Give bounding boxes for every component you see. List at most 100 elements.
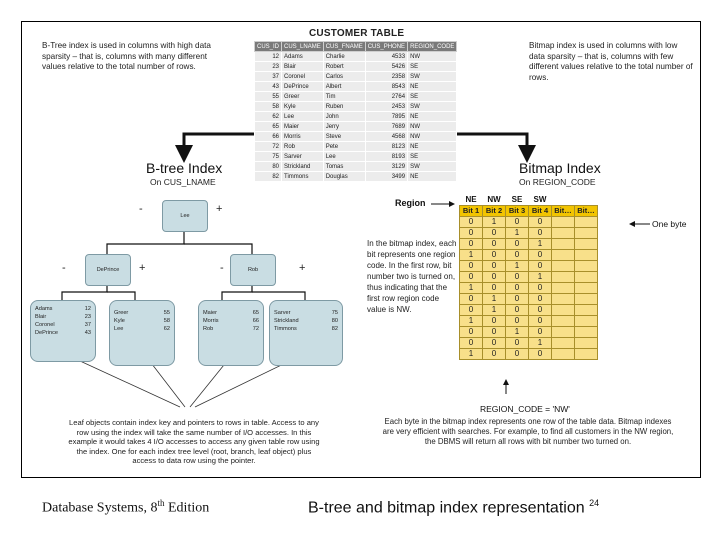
leaf-key: Adams xyxy=(35,306,53,312)
bit-cell: 1 xyxy=(482,216,506,228)
bit-cell: 0 xyxy=(528,260,552,272)
bit-cell: 0 xyxy=(505,304,529,316)
table-cell: Rob xyxy=(281,141,324,152)
table-cell: 5426 xyxy=(364,61,409,72)
table-cell: Jerry xyxy=(322,121,366,132)
table-cell: 8123 xyxy=(364,141,409,152)
leaf-key: Maier xyxy=(203,310,217,316)
bit-cell xyxy=(551,271,575,283)
bit-cell: 0 xyxy=(459,238,483,250)
slide-title: B-tree and bitmap index representation xyxy=(308,499,585,517)
book-title-suffix: Edition xyxy=(164,500,210,516)
leaf-pointer: 82 xyxy=(331,326,338,332)
bit-cell: 0 xyxy=(482,282,506,294)
table-cell: Adams xyxy=(281,51,324,62)
book-title-prefix: Database Systems, 8 xyxy=(42,500,158,516)
leaf-pointer: 65 xyxy=(252,310,259,316)
table-cell: Greer xyxy=(281,91,324,102)
column-header: CUS_PHONE xyxy=(364,41,409,52)
region-label: Region xyxy=(395,198,426,208)
bit-cell: 1 xyxy=(482,304,506,316)
leaf-pointer: 80 xyxy=(331,318,338,324)
btree-heading: B-tree Index xyxy=(146,160,223,176)
region-header: SW xyxy=(528,195,552,206)
table-cell: 4533 xyxy=(364,51,409,62)
table-cell: Tim xyxy=(322,91,366,102)
branch-left-minus-sign: - xyxy=(62,262,66,274)
page-number: 24 xyxy=(589,498,600,508)
bit-cell: 0 xyxy=(482,238,506,250)
table-cell: 80 xyxy=(253,161,283,172)
leaf-pointer: 62 xyxy=(163,326,170,332)
bit-cell xyxy=(574,227,598,239)
bit-cell xyxy=(574,216,598,228)
bit-cell xyxy=(574,337,598,349)
leaf-key: Rob xyxy=(203,326,214,332)
bit-cell: 0 xyxy=(528,348,552,360)
bit-header: Bit… xyxy=(574,205,598,217)
bit-cell xyxy=(574,348,598,360)
bitmap-arrow xyxy=(453,132,536,163)
table-cell: Morris xyxy=(281,131,324,142)
connector-lines xyxy=(61,132,650,408)
btree-subheading: On CUS_LNAME xyxy=(150,177,216,187)
bit-cell: 1 xyxy=(459,348,483,360)
leaf-pointer: 37 xyxy=(84,322,91,328)
leaf-key: DePrince xyxy=(35,330,59,336)
table-cell: NE xyxy=(407,111,458,122)
table-cell: SW xyxy=(407,161,458,172)
bit-cell xyxy=(551,260,575,272)
bit-cell xyxy=(574,271,598,283)
bitmap-heading: Bitmap Index xyxy=(519,160,601,176)
bit-cell: 1 xyxy=(505,260,529,272)
bit-cell xyxy=(551,282,575,294)
table-cell: 3129 xyxy=(364,161,409,172)
bit-cell xyxy=(551,238,575,250)
leaf-entry: Rob 72 xyxy=(199,325,263,333)
bitmap-explanation: In the bitmap index, each bit represents… xyxy=(367,239,457,314)
region-header xyxy=(574,195,598,206)
table-cell: NW xyxy=(407,121,458,132)
btree-branch-right-node: Rob xyxy=(230,254,276,286)
bit-cell: 0 xyxy=(528,216,552,228)
bit-cell xyxy=(574,260,598,272)
region-header: NE xyxy=(459,195,483,206)
column-header: CUS_LNAME xyxy=(281,41,324,52)
bit-cell: 0 xyxy=(459,326,483,338)
bit-header: Bit 1 xyxy=(459,205,483,217)
bit-cell: 0 xyxy=(459,271,483,283)
leaf-key: Timmons xyxy=(274,326,297,332)
bit-header: Bit 4 xyxy=(528,205,552,217)
leaf-pointer: 72 xyxy=(252,326,259,332)
table-cell: John xyxy=(322,111,366,122)
bit-cell xyxy=(551,216,575,228)
table-cell: 2764 xyxy=(364,91,409,102)
table-cell: Steve xyxy=(322,131,366,142)
bit-cell: 0 xyxy=(528,315,552,327)
leaf-entry: Maier 65 xyxy=(199,309,263,317)
table-cell: Coronel xyxy=(281,71,324,82)
figure-panel: CUSTOMER TABLE B-Tree index is used in c… xyxy=(21,21,701,478)
table-cell: Lee xyxy=(281,111,324,122)
table-cell: 82 xyxy=(253,171,283,182)
bit-cell: 0 xyxy=(528,326,552,338)
region-header: NW xyxy=(482,195,506,206)
bit-cell: 0 xyxy=(459,216,483,228)
